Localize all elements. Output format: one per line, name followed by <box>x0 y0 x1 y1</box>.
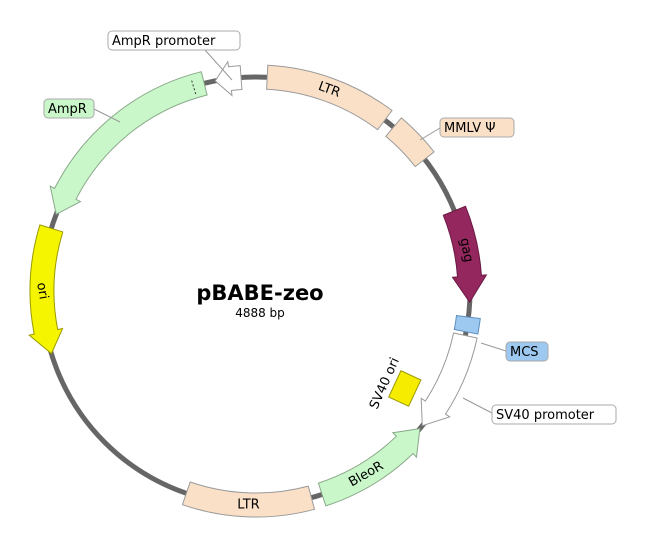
plasmid-length: 4888 bp <box>235 306 285 320</box>
gag-shape <box>442 205 488 304</box>
sv40-promoter-feature[interactable] <box>420 332 478 427</box>
ampr-promoter-leader-line <box>204 49 233 81</box>
mmlv-psi-callout: MMLV Ψ <box>419 117 515 141</box>
gag-label: gag <box>456 237 475 264</box>
ampr-promoter-callout: AmpR promoter <box>107 30 241 81</box>
mcs-feature[interactable] <box>453 315 481 335</box>
ampr-promoter-label: AmpR promoter <box>112 34 216 49</box>
mcs-label: MCS <box>510 345 539 360</box>
ampr-callout: AmpR <box>43 98 121 123</box>
sv40-promoter-label-box <box>491 404 617 425</box>
ltr-top-shape <box>266 64 393 131</box>
ltr-top-label: LTR <box>316 79 342 101</box>
plasmid-name: pBABE-zeo <box>196 281 323 305</box>
sv40-promoter-callout: SV40 promoter <box>462 397 617 425</box>
ori-shape <box>28 224 64 355</box>
ori-label: ori <box>33 281 51 300</box>
mcs-leader-line <box>480 342 507 352</box>
bleor-feature[interactable] <box>317 428 421 507</box>
ltr-bottom-shape <box>181 481 316 518</box>
feature-layer <box>28 60 488 518</box>
mmlv-psi-label-box <box>439 117 515 138</box>
sv40-promoter-label: SV40 promoter <box>496 408 595 423</box>
mcs-shape <box>453 315 481 335</box>
sv40-promoter-leader-line <box>462 397 493 414</box>
ampr-dotted-marker <box>190 78 197 95</box>
mcs-label-box <box>505 341 549 362</box>
mmlv-psi-feature[interactable] <box>385 117 435 168</box>
sv40-ori-box <box>388 369 422 407</box>
ampr-feature[interactable] <box>49 71 208 216</box>
ltr-bottom-label: LTR <box>237 497 259 512</box>
ampr-label: AmpR <box>48 102 87 117</box>
gag-feature[interactable] <box>442 205 488 304</box>
ltr-bottom-feature[interactable] <box>181 481 316 518</box>
ampr-promoter-shape <box>214 60 243 97</box>
ampr-leader-line <box>93 108 121 123</box>
ori-feature[interactable] <box>28 224 64 355</box>
ltr-top-feature[interactable] <box>266 64 393 131</box>
ampr-promoter-feature[interactable] <box>214 60 243 97</box>
mmlv-psi-shape <box>385 117 435 168</box>
bleor-shape <box>317 428 421 507</box>
sv40-promoter-shape <box>420 332 478 427</box>
ampr-promoter-label-box <box>107 30 241 51</box>
ampr-shape <box>49 71 208 216</box>
mmlv-psi-leader-line <box>419 127 441 141</box>
mmlv-psi-label: MMLV Ψ <box>444 121 496 136</box>
mcs-callout: MCS <box>480 341 549 362</box>
sv40-ori-feature[interactable] <box>388 369 422 407</box>
ampr-label-box <box>43 98 95 119</box>
